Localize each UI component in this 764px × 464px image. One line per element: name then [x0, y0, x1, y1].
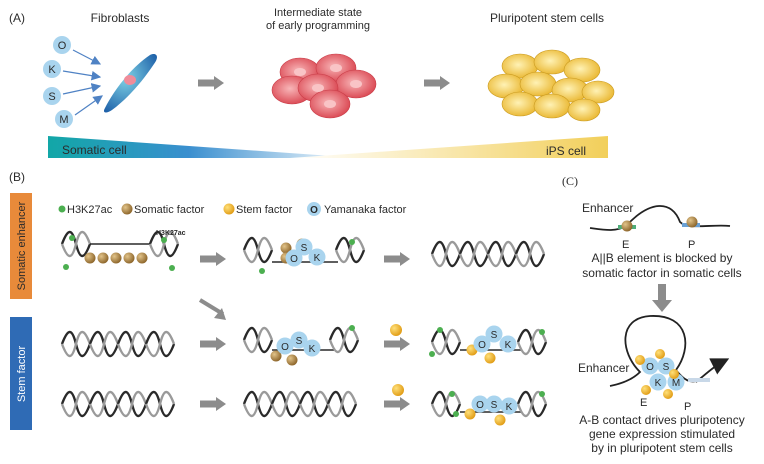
c-caption-bottom-line3: by in pluripotent stem cells — [591, 441, 732, 455]
intermediate-cell-cluster — [271, 53, 377, 119]
svg-text:P: P — [688, 239, 695, 251]
legend-yamanaka-label: Yamanaka factor — [324, 204, 407, 216]
factor-m: M — [55, 110, 73, 128]
svg-text:Stem factor: Stem factor — [16, 346, 28, 403]
svg-text:O: O — [476, 400, 484, 411]
legend-stem-dot — [223, 203, 235, 215]
fibroblast-cell — [103, 54, 157, 113]
factor-arrows — [62, 49, 103, 116]
arrow-b4 — [384, 337, 410, 351]
svg-text:K: K — [655, 378, 662, 389]
panel-a-label: (A) — [9, 11, 25, 25]
arrow-b2 — [384, 252, 410, 266]
arrow-b3 — [200, 337, 226, 351]
svg-text:O: O — [58, 40, 67, 52]
h3k27ac-tag: H3K27ac — [156, 230, 186, 237]
intermediate-label-line2: of early programming — [266, 20, 370, 32]
row3-state2 — [242, 390, 358, 418]
svg-text:M: M — [672, 378, 680, 389]
svg-text:S: S — [663, 362, 670, 373]
factor-o: O — [53, 36, 71, 54]
arrow-c-down — [652, 284, 672, 312]
ips-cell-cluster — [487, 49, 615, 122]
ipsc-label: Pluripotent stem cells — [490, 11, 604, 25]
c-caption-top-line1: A||B element is blocked by — [592, 251, 733, 265]
fibroblasts-label: Fibroblasts — [91, 11, 150, 25]
svg-text:S: S — [48, 91, 55, 103]
c-caption-bottom-line1: A-B contact drives pluripotency — [579, 413, 744, 427]
svg-text:K: K — [48, 64, 56, 76]
row2-state3: O S K — [429, 325, 548, 364]
svg-text:P: P — [684, 401, 691, 413]
stem-factor-row2 — [390, 324, 402, 336]
svg-text:Somatic enhancer: Somatic enhancer — [16, 201, 28, 290]
legend: H3K27ac Somatic factor Stem factor O Yam… — [58, 202, 407, 216]
arrow-b1 — [200, 252, 226, 266]
legend-h3k27ac-label: H3K27ac — [67, 204, 113, 216]
svg-text:O: O — [290, 254, 298, 265]
arrow-diagonal — [198, 298, 226, 320]
svg-text:K: K — [314, 253, 321, 264]
svg-text:O: O — [478, 340, 486, 351]
legend-yamanaka-dot — [307, 202, 321, 216]
somatic-ips-gradient — [48, 136, 608, 158]
legend-stem-label: Stem factor — [236, 204, 293, 216]
svg-text:Enhancer: Enhancer — [582, 201, 633, 215]
svg-text:Enhancer: Enhancer — [578, 361, 629, 375]
svg-text:S: S — [491, 400, 498, 411]
factor-k: K — [43, 60, 61, 78]
svg-text:E: E — [640, 397, 647, 409]
row3-state3: O S K — [430, 390, 548, 426]
arrow-b6 — [384, 397, 410, 411]
arrow-b5 — [200, 397, 226, 411]
side-bar-stem: Stem factor — [10, 317, 32, 430]
arrow-a1 — [198, 76, 224, 90]
panel-b-label: (B) — [9, 170, 25, 184]
intermediate-label-line1: Intermediate state — [274, 7, 362, 19]
svg-text:K: K — [506, 402, 513, 413]
row1-state1: H3K27ac — [60, 230, 186, 271]
row1-state3 — [430, 240, 546, 268]
c-caption-top-line2: somatic factor in somatic cells — [582, 266, 741, 280]
svg-text:K: K — [309, 344, 316, 355]
legend-somatic-label: Somatic factor — [134, 204, 205, 216]
row2-state2: O S K — [242, 325, 360, 366]
side-bar-somatic: Somatic enhancer — [10, 193, 32, 299]
c-top-enhancer: Enhancer E P — [582, 201, 731, 251]
gradient-right-label: iPS cell — [546, 144, 586, 158]
svg-text:S: S — [301, 243, 308, 254]
svg-text:M: M — [59, 114, 68, 126]
svg-text:E: E — [622, 239, 629, 251]
row1-state2: O S K — [242, 236, 366, 274]
svg-text:O: O — [646, 362, 654, 373]
svg-text:O: O — [310, 205, 318, 216]
c-bottom-loop: Enhancer O S K M E P — [578, 315, 730, 413]
panel-c-label: (C) — [562, 174, 578, 188]
svg-text:S: S — [491, 330, 498, 341]
legend-h3k27ac-dot — [58, 205, 66, 213]
svg-text:S: S — [296, 336, 303, 347]
row2-state1 — [60, 330, 176, 358]
svg-text:O: O — [281, 342, 289, 353]
row3-state1 — [60, 390, 176, 418]
arrow-a2 — [424, 76, 450, 90]
gradient-left-label: Somatic cell — [62, 143, 127, 157]
factor-s: S — [43, 87, 61, 105]
legend-somatic-dot — [121, 203, 133, 215]
c-caption-bottom-line2: gene expression stimulated — [589, 427, 735, 441]
svg-text:K: K — [505, 340, 512, 351]
stem-factor-row3 — [392, 384, 404, 396]
